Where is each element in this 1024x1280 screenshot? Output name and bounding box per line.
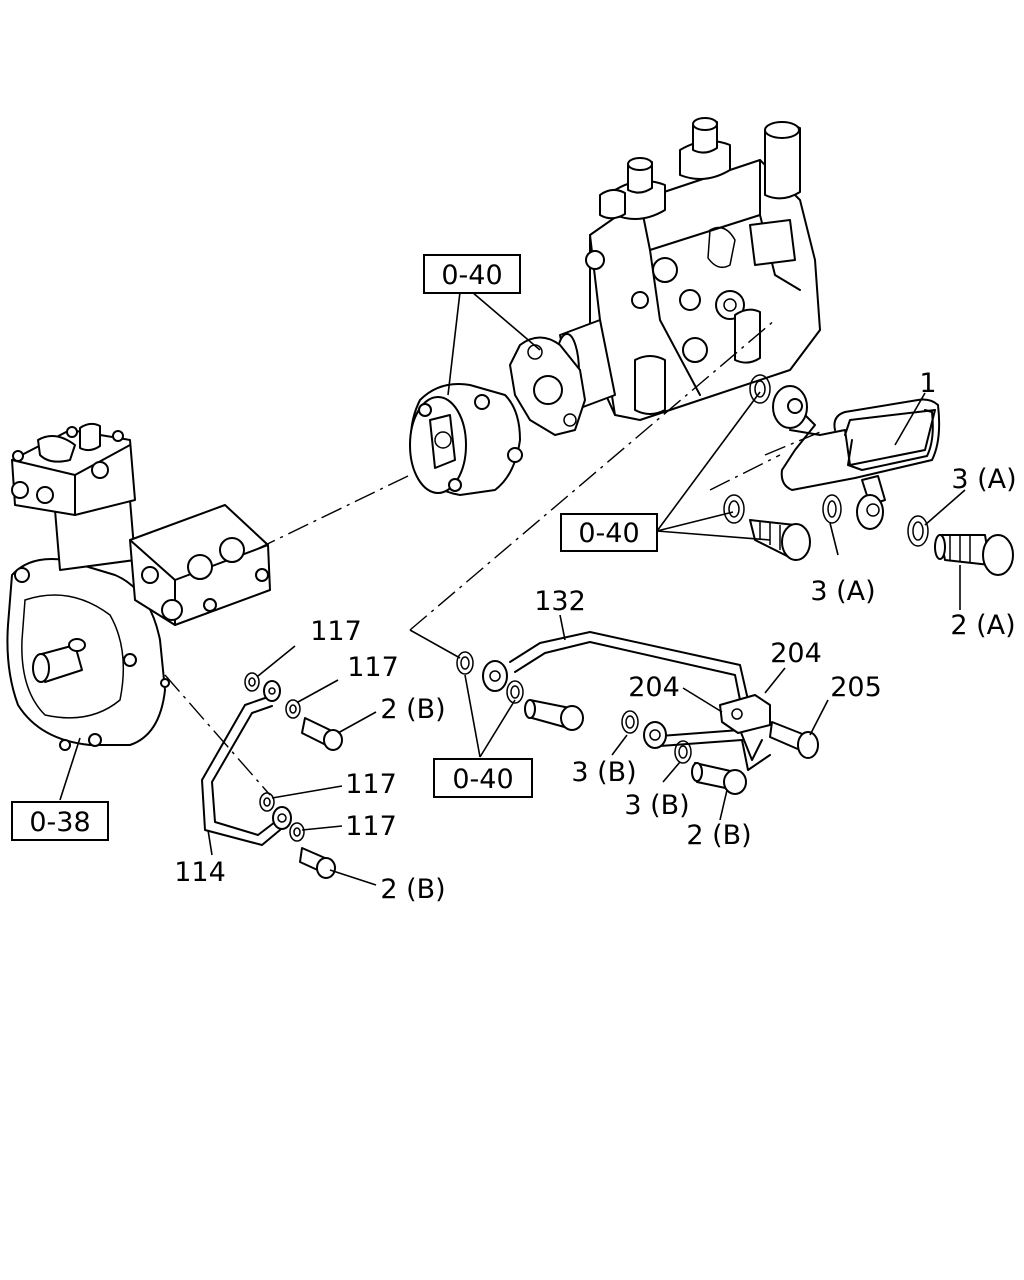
callout-1: 1 bbox=[919, 368, 936, 399]
callout-114: 114 bbox=[174, 857, 226, 888]
callout-117-d: 117 bbox=[345, 811, 397, 842]
part-3b-washers bbox=[456, 651, 692, 764]
callout-2b-upper: 2 (B) bbox=[380, 694, 445, 725]
callout-117-c: 117 bbox=[345, 769, 397, 800]
part-2a-eye-bolts bbox=[749, 519, 1014, 576]
assembly-center-lines bbox=[164, 319, 826, 796]
callout-2b-lower: 2 (B) bbox=[380, 874, 445, 905]
air-compressor bbox=[6, 422, 271, 751]
coupling-hub bbox=[409, 383, 523, 496]
callout-labels: 1 3 (A) 3 (A) 2 (A) 132 204 204 205 3 (B… bbox=[174, 368, 1016, 905]
part-205-bolt bbox=[769, 721, 819, 759]
part-114-pipe bbox=[201, 680, 292, 846]
part-2b-eye-bolts-middle bbox=[524, 699, 747, 795]
callout-3b-b: 3 (B) bbox=[624, 790, 689, 821]
callout-132: 132 bbox=[534, 586, 586, 617]
ref-label: 0-40 bbox=[452, 764, 513, 795]
callout-2a: 2 (A) bbox=[950, 610, 1015, 641]
part-117-washers bbox=[244, 672, 305, 842]
part-2b-eye-bolts-left bbox=[299, 717, 343, 879]
part-132-pipe bbox=[482, 631, 771, 771]
part-1-pipe bbox=[772, 385, 941, 530]
callout-3b-a: 3 (B) bbox=[571, 757, 636, 788]
callout-204-left: 204 bbox=[628, 672, 680, 703]
injection-pump bbox=[554, 117, 821, 421]
callout-205: 205 bbox=[830, 672, 882, 703]
leader-lines bbox=[59, 291, 966, 886]
ref-label: 0-40 bbox=[441, 260, 502, 291]
ref-label: 0-38 bbox=[29, 807, 90, 838]
callout-204-top: 204 bbox=[770, 638, 822, 669]
callout-2b-mid: 2 (B) bbox=[686, 820, 751, 851]
callout-117-a: 117 bbox=[310, 616, 362, 647]
ref-box-0-40-bottom: 0-40 bbox=[433, 758, 533, 798]
ref-box-0-40-top: 0-40 bbox=[423, 254, 521, 294]
ref-box-0-38: 0-38 bbox=[11, 801, 109, 841]
part-3a-washers bbox=[723, 374, 929, 547]
ref-label: 0-40 bbox=[578, 518, 639, 549]
callout-3a-below: 3 (A) bbox=[810, 576, 875, 607]
ref-box-0-40-right: 0-40 bbox=[560, 513, 658, 552]
callout-117-b: 117 bbox=[347, 652, 399, 683]
callout-3a-right: 3 (A) bbox=[951, 464, 1016, 495]
part-204-clip bbox=[719, 694, 771, 734]
